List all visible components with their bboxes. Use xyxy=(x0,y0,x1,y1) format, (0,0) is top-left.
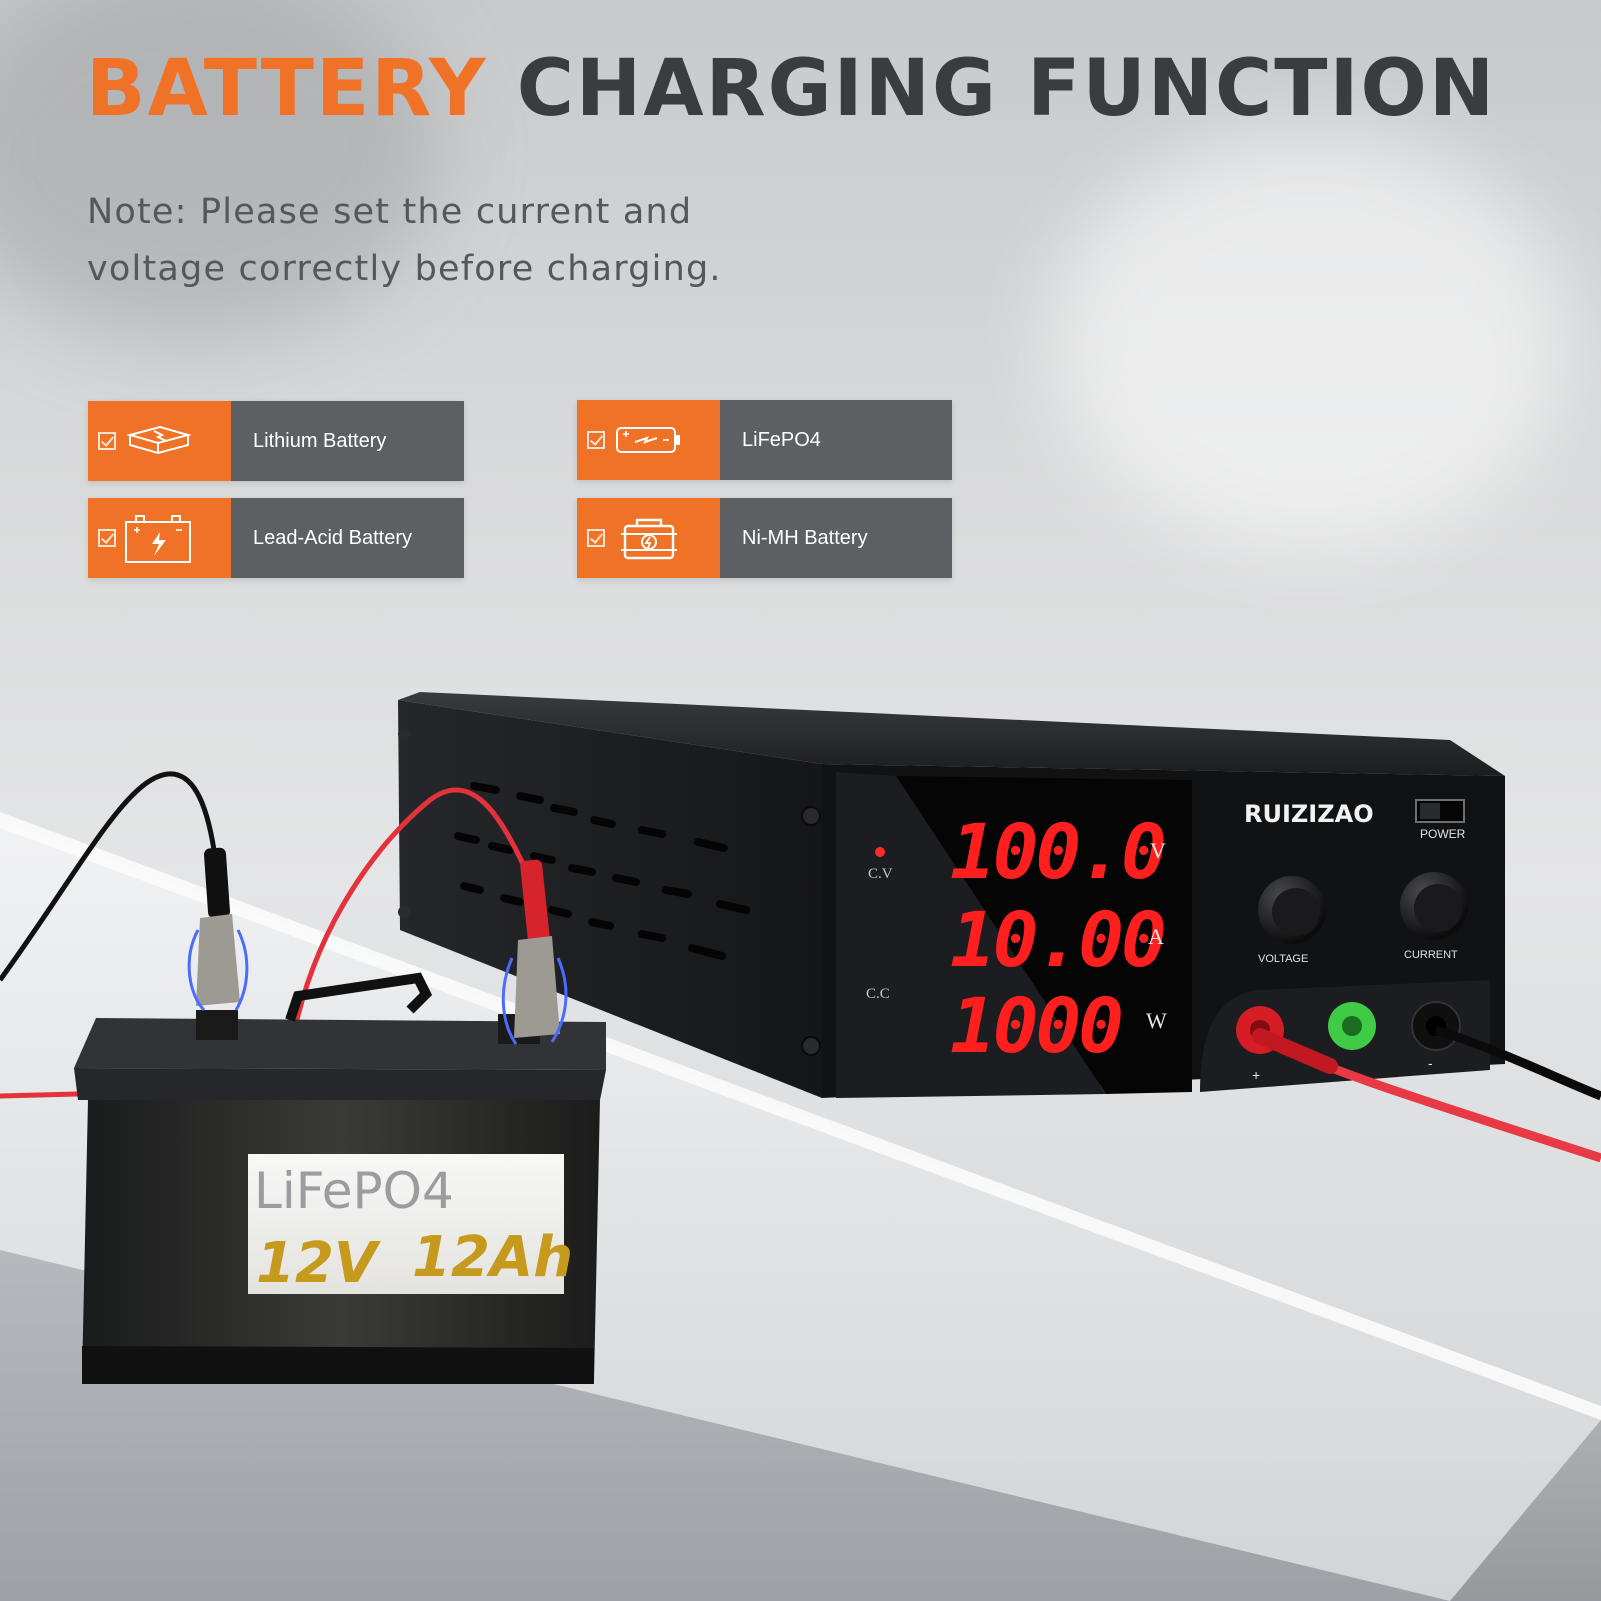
psu-screw xyxy=(398,906,410,918)
battery-handle xyxy=(285,972,433,1022)
psu-top-panel xyxy=(398,692,1505,776)
headline-accent: BATTERY xyxy=(86,44,488,134)
battery-type-lifepo4: LiFePO4 xyxy=(577,400,952,480)
desk-top xyxy=(0,820,1601,1601)
headline-rest: CHARGING FUNCTION xyxy=(516,44,1497,134)
headline: BATTERY CHARGING FUNCTION xyxy=(86,50,1496,128)
battery-voltage: 12V xyxy=(256,1231,382,1296)
brand-logo: RUIZIZAO xyxy=(1244,800,1374,828)
battery-type-label: LiFePO4 xyxy=(720,400,952,480)
negative-terminal-label: - xyxy=(1428,1055,1433,1071)
battery-type-label: Lead-Acid Battery xyxy=(231,498,464,578)
battery-type-lithium: Lithium Battery xyxy=(88,401,464,481)
battery-capacity: 12Ah xyxy=(412,1225,573,1290)
current-reading: 10.00 xyxy=(950,895,1164,984)
power-switch-label: POWER xyxy=(1420,827,1466,841)
lead-acid-battery-icon xyxy=(125,515,191,563)
battery: LiFePO4 12V 12Ah xyxy=(74,972,606,1384)
checkbox-checked-icon xyxy=(587,431,605,449)
checkbox-checked-icon xyxy=(587,529,605,547)
voltage-unit: V xyxy=(1150,838,1166,863)
checkbox-checked-icon xyxy=(98,529,116,547)
cc-label: C.C xyxy=(866,986,890,1002)
desk-edge-highlight xyxy=(0,812,1601,1420)
red-clip-cable xyxy=(293,787,533,1025)
charging-note: Note: Please set the current and voltage… xyxy=(87,192,722,289)
voltage-knob-label: VOLTAGE xyxy=(1258,953,1308,965)
lithium-battery-icon xyxy=(126,425,192,455)
lifepo4-battery-icon xyxy=(616,427,680,453)
red-banana-plug xyxy=(1252,1028,1338,1074)
black-output-cable xyxy=(1434,1025,1601,1101)
black-alligator-clip xyxy=(187,847,249,1012)
background-light-glow xyxy=(1050,130,1570,550)
battery-type-lead-acid: Lead-Acid Battery xyxy=(88,498,464,578)
readout-display: 100.0 10.00 1000 xyxy=(950,807,1167,1070)
psu-screw xyxy=(398,728,410,740)
positive-terminal-label: + xyxy=(1252,1067,1260,1083)
battery-type-nimh: Ni-MH Battery xyxy=(577,498,952,578)
psu-display-window xyxy=(896,776,1192,1094)
battery-type-label: Ni-MH Battery xyxy=(720,498,952,578)
power-supply: C.V C.C 100.0 10.00 1000 V A W RUIZIZAO … xyxy=(398,692,1505,1098)
psu-screw xyxy=(801,1036,821,1056)
battery-lid-rim xyxy=(74,1068,606,1100)
red-alligator-clip xyxy=(501,859,568,1045)
voltage-reading: 100.0 xyxy=(950,807,1164,896)
power-reading: 1000 xyxy=(950,981,1121,1070)
current-knob-label: CURRENT xyxy=(1404,949,1458,961)
psu-vent-slots xyxy=(454,782,750,960)
psu-side-panel xyxy=(398,700,822,1098)
power-unit: W xyxy=(1146,1008,1167,1033)
background-shadow-glow xyxy=(0,0,440,340)
current-unit: A xyxy=(1148,924,1164,949)
psu-screw xyxy=(801,806,821,826)
desk-side xyxy=(1450,1420,1601,1601)
battery-terminal xyxy=(196,1010,238,1040)
black-clip-cable xyxy=(0,771,217,982)
battery-label xyxy=(248,1154,564,1294)
checkbox-checked-icon xyxy=(98,432,116,450)
cv-indicator-led xyxy=(875,847,885,857)
nimh-battery-icon xyxy=(621,518,677,560)
battery-chemistry: LiFePO4 xyxy=(254,1162,454,1220)
cv-label: C.V xyxy=(868,866,893,882)
battery-type-label: Lithium Battery xyxy=(231,401,464,481)
